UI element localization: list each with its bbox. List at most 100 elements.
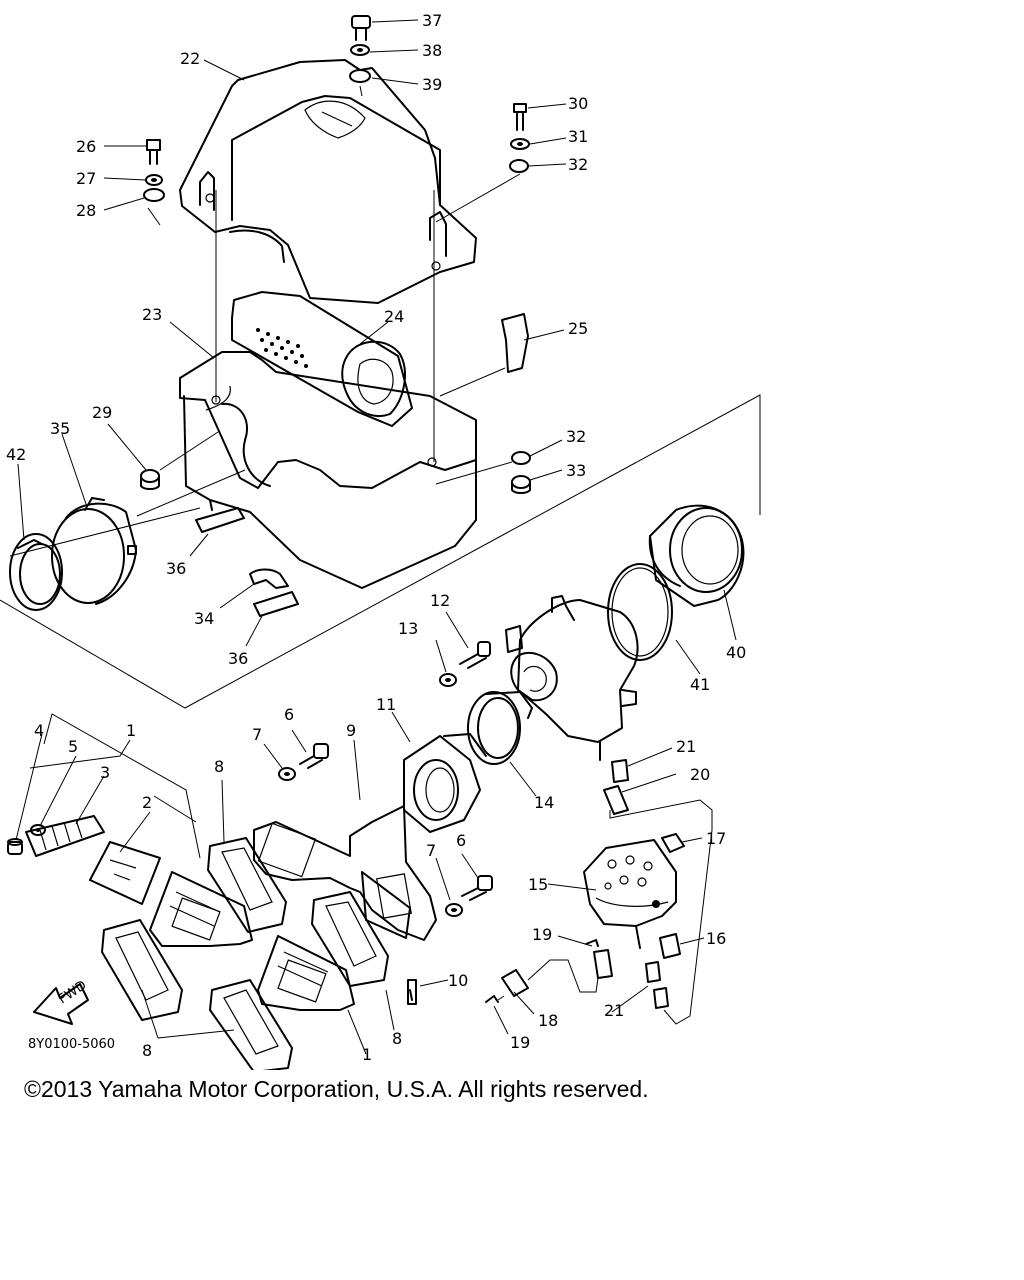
- callout-6-top: 6: [284, 705, 294, 724]
- callout-28: 28: [76, 201, 96, 220]
- forward-arrow-badge: FWD: [33, 978, 89, 1025]
- callout-26: 26: [76, 137, 96, 156]
- gasket-8-b: [311, 891, 389, 987]
- callout-13: 13: [398, 619, 418, 638]
- nut-32-upper: [509, 159, 529, 173]
- callout-leaders: [15, 19, 737, 1055]
- gasket-8-d: [209, 979, 293, 1070]
- callout-27: 27: [76, 169, 96, 188]
- callout-18: 18: [538, 1011, 558, 1030]
- callout-38: 38: [422, 41, 442, 60]
- airbox-base: [179, 351, 477, 589]
- exploded-parts-diagram: FWD: [0, 11, 761, 1070]
- hose-19-b: [485, 995, 499, 1003]
- hose-18: [501, 969, 529, 997]
- callout-7-top: 7: [252, 725, 262, 744]
- washer-27: [145, 174, 163, 186]
- callout-42: 42: [6, 445, 26, 464]
- callout-1-top: 1: [126, 721, 136, 740]
- callout-37: 37: [422, 11, 442, 30]
- washer-13: [439, 673, 457, 687]
- o-ring-41: [607, 563, 673, 661]
- airbox-lid: [179, 59, 477, 304]
- copyright-notice: ©2013 Yamaha Motor Corporation, U.S.A. A…: [24, 1076, 649, 1102]
- callout-36-a: 36: [166, 559, 186, 578]
- strip-36-upper: [195, 507, 245, 533]
- nut-33: [511, 475, 531, 494]
- bolt-6-lower: [461, 875, 493, 901]
- washer-7-lower: [445, 903, 463, 917]
- callout-31: 31: [568, 127, 588, 146]
- reed-valve-1-upper: [149, 871, 253, 947]
- callout-21-top: 21: [676, 737, 696, 756]
- hose-joint-21-lower: [645, 961, 669, 1009]
- gasket-8-c: [101, 919, 183, 1021]
- intake-silencer: [231, 291, 413, 427]
- callout-32-top: 32: [568, 155, 588, 174]
- reed-petal-2: [89, 841, 161, 905]
- callout-19-b: 19: [510, 1033, 530, 1052]
- callout-40: 40: [726, 643, 746, 662]
- strip-36-lower: [253, 591, 299, 617]
- pin-10: [407, 979, 417, 1005]
- washer-31: [510, 138, 530, 150]
- reed-valve-1-lower: [257, 935, 355, 1011]
- washer-38: [350, 44, 370, 56]
- assembly-lines: [0, 85, 761, 709]
- rubber-joint-11: [403, 733, 487, 833]
- washer-39: [349, 69, 371, 83]
- callout-10: 10: [448, 971, 468, 990]
- callout-25: 25: [568, 319, 588, 338]
- callout-39: 39: [422, 75, 442, 94]
- callout-7-lower: 7: [426, 841, 436, 860]
- callout-21-lower: 21: [604, 1001, 624, 1020]
- reed-stopper-3: [25, 815, 105, 857]
- callout-8-left: 8: [142, 1041, 152, 1060]
- bolt-6-upper: [299, 743, 329, 769]
- callout-23: 23: [142, 305, 162, 324]
- hose-20: [603, 785, 629, 815]
- callout-8-top: 8: [214, 757, 224, 776]
- clamp-14: [467, 691, 533, 765]
- fuel-lines: [497, 799, 713, 1025]
- callout-6-lower: 6: [456, 831, 466, 850]
- callout-4: 4: [34, 721, 44, 740]
- bolt-30: [513, 103, 527, 131]
- callout-11: 11: [376, 695, 396, 714]
- hose-joint-21-upper: [611, 759, 629, 783]
- callout-22: 22: [180, 49, 200, 68]
- callout-32-mid: 32: [566, 427, 586, 446]
- callout-3: 3: [100, 763, 110, 782]
- callout-19-a: 19: [532, 925, 552, 944]
- callout-8-right: 8: [392, 1029, 402, 1048]
- callout-2: 2: [142, 793, 152, 812]
- screw-4: [7, 838, 23, 855]
- callout-29: 29: [92, 403, 112, 422]
- cap-17: [661, 833, 685, 853]
- washer-5: [30, 824, 46, 836]
- hose-16: [659, 933, 681, 959]
- clip-25: [501, 313, 529, 373]
- intake-duct-35: [51, 497, 137, 605]
- callout-12: 12: [430, 591, 450, 610]
- gasket-8-a: [207, 837, 287, 933]
- washer-28: [143, 188, 165, 202]
- callout-41: 41: [690, 675, 710, 694]
- callout-36-b: 36: [228, 649, 248, 668]
- hose-19-a: [585, 939, 613, 979]
- callout-1-lower: 1: [362, 1045, 372, 1064]
- bolt-37: [351, 15, 371, 41]
- nut-32-lower: [511, 451, 531, 465]
- callout-30: 30: [568, 94, 588, 113]
- callout-24: 24: [384, 307, 404, 326]
- callout-14: 14: [534, 793, 554, 812]
- callout-16: 16: [706, 929, 726, 948]
- callout-35: 35: [50, 419, 70, 438]
- grommet-29: [140, 469, 160, 490]
- callout-20: 20: [690, 765, 710, 784]
- manifold-9: [253, 805, 437, 941]
- callout-33: 33: [566, 461, 586, 480]
- callout-17: 17: [706, 829, 726, 848]
- callout-5: 5: [68, 737, 78, 756]
- clamp-42: [9, 533, 63, 611]
